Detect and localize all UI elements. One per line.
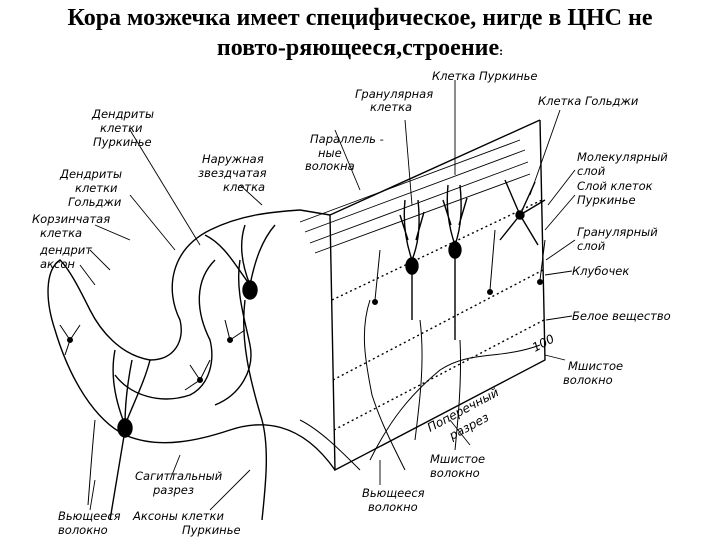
label-outer-stellate-1: Наружная — [202, 152, 264, 166]
label-outer-stellate-3: клетка — [223, 180, 266, 194]
label-climbing-fiber-mid-2: волокно — [368, 500, 418, 514]
label-sagittal-section-2: разрез — [153, 483, 194, 497]
label-basket-cell-3: дендрит — [40, 243, 92, 257]
label-glomerulus: Клубочек — [572, 264, 630, 278]
label-golgi-dendrites-1: Дендриты — [60, 167, 123, 181]
label-granular-layer-1: Гранулярный — [577, 225, 658, 239]
purkinje-cell-4 — [109, 349, 151, 521]
label-mossy-fiber-bottom-2: волокно — [430, 466, 480, 480]
label-mossy-fiber-right-1: Мшистое — [568, 359, 624, 373]
label-granule-cell-1: Гранулярная — [355, 87, 434, 101]
label-purkinje-axons-2: Пуркинье — [182, 523, 241, 537]
label-basket-cell-1: Корзинчатая — [32, 212, 111, 226]
label-molecular-layer-2: слой — [577, 164, 606, 178]
purkinje-cell-1 — [399, 199, 425, 320]
label-mossy-fiber-right-2: волокно — [563, 373, 613, 387]
transverse-section-label: Поперечный разрез — [425, 385, 501, 443]
label-climbing-fiber-mid-1: Вьющееся — [362, 486, 425, 500]
label-granular-layer-2: слой — [577, 239, 606, 253]
label-pointers — [79, 80, 576, 511]
block-front-face — [329, 119, 546, 472]
label-molecular-layer-1: Молекулярный — [577, 150, 668, 164]
block-top-face — [299, 119, 541, 216]
folium-small-cells — [59, 319, 246, 391]
diagram-title-line-1: Кора мозжечка имеет специфическое, нигде… — [67, 5, 653, 31]
label-purkinje-dendrites-2: клетки — [100, 121, 143, 135]
label-parallel-fibers-3: волокна — [305, 159, 355, 173]
label-purkinje-axons-1: Аксоны клетки — [133, 509, 224, 523]
label-purkinje-dendrites-1: Дендриты — [92, 107, 155, 121]
label-purkinje-layer-2: Пуркинье — [577, 193, 636, 207]
diagram-title-line-2: повто-ряющееся,строение: — [216, 35, 504, 61]
scale-mark: 100 — [530, 331, 557, 354]
label-golgi-dendrites-3: Гольджи — [68, 195, 122, 209]
label-purkinje-dendrites-3: Пуркинье — [93, 135, 152, 149]
climbing-fibers — [87, 319, 462, 506]
label-white-matter: Белое вещество — [572, 309, 671, 323]
label-purkinje-layer-1: Слой клеток — [577, 179, 653, 193]
label-purkinje-cell: Клетка Пуркинье — [432, 69, 538, 83]
label-basket-cell-4: аксон — [40, 257, 75, 271]
label-golgi-cell: Клетка Гольджи — [538, 94, 639, 108]
molecular-boundary — [331, 199, 543, 301]
label-granule-cell-2: клетка — [370, 100, 413, 114]
label-parallel-fibers-1: Параллель - — [310, 132, 384, 146]
purkinje-cell-3 — [204, 224, 276, 521]
label-sagittal-section-1: Сагиттальный — [135, 469, 223, 483]
white-matter-boundary — [333, 319, 545, 431]
label-basket-cell-2: клетка — [40, 226, 83, 240]
granular-layer-boundary — [214, 259, 252, 406]
parallel-fibers — [299, 139, 531, 254]
label-golgi-dendrites-2: клетки — [75, 181, 118, 195]
label-outer-stellate-2: звездчатая — [198, 166, 267, 180]
label-mossy-fiber-bottom-1: Мшистое — [430, 452, 486, 466]
purkinje-cell-2 — [442, 184, 468, 340]
folium-outline — [47, 229, 336, 471]
folium-inner-contour — [114, 259, 216, 400]
golgi-cell — [499, 179, 546, 246]
block-top-edge — [209, 209, 301, 231]
label-climbing-fiber-left-1: Вьющееся — [58, 509, 121, 523]
label-parallel-fibers-2: ные — [318, 146, 342, 160]
granule-cells — [372, 229, 546, 305]
mossy-fibers — [299, 299, 541, 471]
label-climbing-fiber-left-2: волокно — [58, 523, 108, 537]
